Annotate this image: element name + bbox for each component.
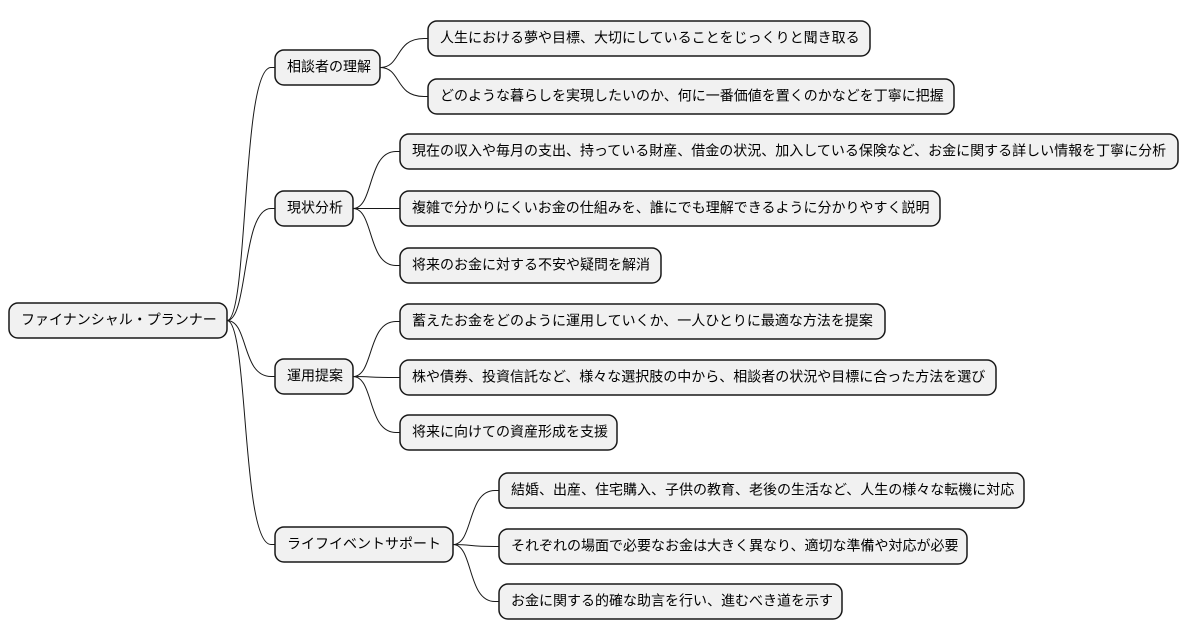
leaf-label: 株や債券、投資信託など、様々な選択肢の中から、相談者の状況や目標に合った方法を選… (412, 370, 985, 386)
leaf-label: 結婚、出産、住宅購入、子供の教育、老後の生活など、人生の様々な転機に対応 (511, 483, 1014, 499)
leaf-label: 将来のお金に対する不安や疑問を解消 (412, 258, 650, 274)
leaf-node: お金に関する的確な助言を行い、進むべき道を示す (498, 583, 843, 620)
leaf-node: 株や債券、投資信託など、様々な選択肢の中から、相談者の状況や目標に合った方法を選… (399, 359, 997, 396)
leaf-node: 結婚、出産、住宅購入、子供の教育、老後の生活など、人生の様々な転機に対応 (498, 472, 1025, 509)
branch-node-analysis: 現状分析 (274, 190, 354, 227)
leaf-label: どのような暮らしを実現したいのか、何に一番価値を置くのかなどを丁寧に把握 (440, 88, 944, 105)
leaf-node: 将来に向けての資産形成を支援 (399, 414, 618, 451)
connector-line (352, 321, 400, 377)
leaf-label: 現在の収入や毎月の支出、持っている財産、借金の状況、加入している保険など、お金に… (412, 143, 1166, 160)
connector-line (226, 67, 275, 321)
connector-line (226, 320, 275, 545)
leaf-node: 蓄えたお金をどのように運用していくか、一人ひとりに最適な方法を提案 (399, 303, 886, 340)
leaf-node: それぞれの場面で必要なお金は大きく異なり、適切な準備や対応が必要 (498, 528, 968, 565)
leaf-node: 現在の収入や毎月の支出、持っている財産、借金の状況、加入している保険など、お金に… (399, 133, 1179, 170)
leaf-label: 将来に向けての資産形成を支援 (412, 425, 608, 441)
connector-line (452, 490, 499, 545)
branch-label: 運用提案 (287, 368, 343, 385)
branch-label: 相談者の理解 (287, 60, 371, 76)
leaf-label: それぞれの場面で必要なお金は大きく異なり、適切な準備や対応が必要 (511, 538, 958, 555)
connector-line (226, 208, 275, 321)
connector-line (226, 320, 275, 377)
leaf-label: 複雑で分かりにくいお金の仕組みを、誰にでも理解できるように分かりやすく説明 (412, 200, 929, 217)
connector-line (352, 376, 400, 433)
leaf-label: 人生における夢や目標、大切にしていることをじっくりと聞き取る (440, 31, 860, 47)
leaf-node: 複雑で分かりにくいお金の仕組みを、誰にでも理解できるように分かりやすく説明 (399, 190, 941, 227)
connector-line (352, 208, 400, 266)
leaf-label: お金に関する的確な助言を行い、進むべき道を示す (511, 594, 833, 610)
root-node: ファイナンシャル・プランナー (8, 302, 228, 339)
leaf-label: 蓄えたお金をどのように運用していくか、一人ひとりに最適な方法を提案 (412, 313, 873, 330)
branch-label: ライフイベントサポート (287, 537, 441, 553)
leaf-node: 人生における夢や目標、大切にしていることをじっくりと聞き取る (427, 20, 871, 57)
branch-node-proposal: 運用提案 (274, 358, 354, 395)
root-node-label: ファイナンシャル・プランナー (21, 313, 217, 329)
branch-label: 現状分析 (287, 201, 343, 217)
leaf-node: 将来のお金に対する不安や疑問を解消 (399, 247, 662, 284)
connector-line (352, 151, 400, 209)
connector-line (379, 38, 428, 68)
mindmap-edges (226, 38, 499, 602)
connector-line (452, 544, 499, 547)
connector-line (379, 67, 428, 97)
branch-node-understanding: 相談者の理解 (274, 49, 381, 86)
connector-line (352, 376, 400, 378)
branch-node-life-events: ライフイベントサポート (274, 526, 454, 563)
leaf-node: どのような暮らしを実現したいのか、何に一番価値を置くのかなどを丁寧に把握 (427, 78, 955, 115)
connector-line (452, 544, 499, 602)
